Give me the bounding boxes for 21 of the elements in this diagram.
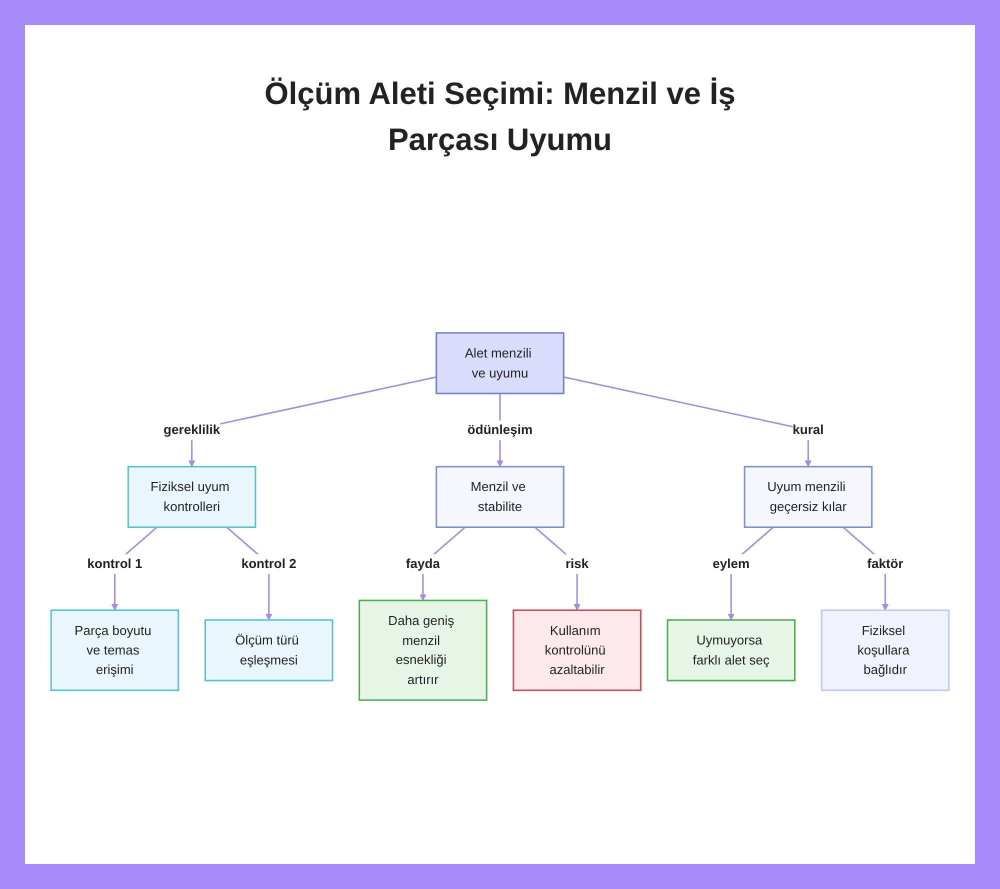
edge-label: risk xyxy=(565,554,589,574)
process-box: Fiziksel uyum kontrolleri xyxy=(127,466,256,528)
edge-label: faktör xyxy=(867,554,904,574)
process-box: Daha geniş menzil esnekliği artırır xyxy=(358,600,488,701)
arrow xyxy=(563,376,812,467)
process-box: Menzil ve stabilite xyxy=(436,466,564,528)
process-box: Uyum menzili geçersiz kılar xyxy=(744,466,873,528)
process-box: Parça boyutu ve temas erişimi xyxy=(50,609,180,692)
diagram-title: Ölçüm Aleti Seçimi: Menzil ve İş Parçası Uyumu xyxy=(264,75,736,159)
edge-label: ödünleşim xyxy=(467,420,533,440)
process-box: Alet menzili ve uyumu xyxy=(436,332,564,394)
process-box: Fiziksel koşullara bağlıdır xyxy=(820,609,950,692)
edge-label: kontrol 1 xyxy=(87,554,142,574)
arrow xyxy=(534,526,580,611)
process-box: Kullanım kontrolünü azaltabilir xyxy=(512,609,642,692)
edge-label: eylem xyxy=(712,554,750,574)
process-box: Uymuyorsa farklı alet seç xyxy=(666,619,796,682)
edge-label: kontrol 2 xyxy=(241,554,296,574)
edge-label: fayda xyxy=(406,554,440,574)
edge-label: gereklilik xyxy=(164,420,220,440)
process-box: Ölçüm türü eşleşmesi xyxy=(204,619,334,682)
